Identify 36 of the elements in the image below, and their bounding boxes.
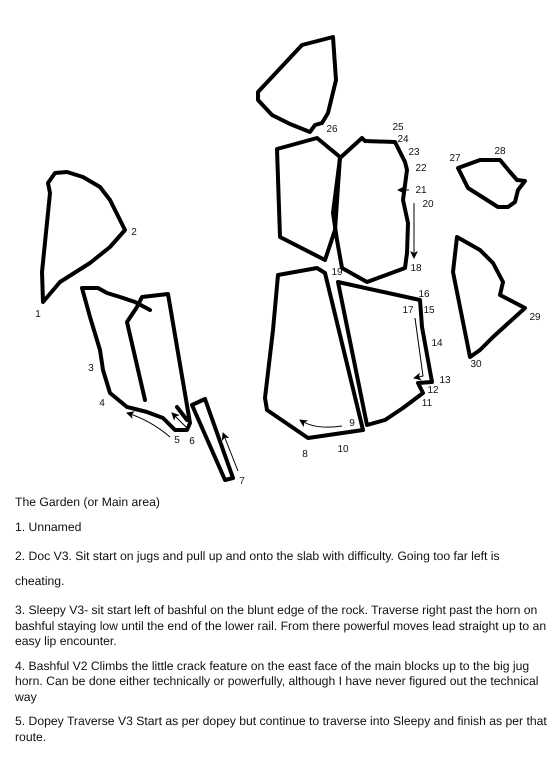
section-heading: The Garden (or Main area): [15, 495, 161, 510]
route-number: 5: [174, 436, 180, 446]
route-number: 15: [423, 306, 435, 316]
route-number: 7: [239, 477, 245, 487]
route-number: 23: [408, 148, 420, 158]
route-number: 17: [402, 306, 414, 316]
route-number: 25: [392, 123, 404, 133]
route-number: 2: [131, 228, 137, 238]
route-number: 30: [470, 360, 482, 370]
route-description: 3. Sleepy V3- sit start left of bashful on the blunt edge of the rock. Traverse right past the horn on bashful staying low until the end of the lower rail. From there powerful moves lead straight up to an easy lip encounter.: [15, 603, 548, 650]
route-number: 11: [422, 399, 432, 409]
route-number: 19: [331, 268, 343, 278]
route-number: 21: [415, 186, 427, 196]
route-number: 27: [449, 154, 461, 164]
route-description: 1. Unnamed: [15, 520, 82, 535]
route-number: 26: [326, 125, 338, 135]
route-number: 16: [418, 290, 430, 300]
route-number: 18: [410, 264, 422, 274]
route-description: 4. Bashful V2 Climbs the little crack feature on the east face of the main blocks up to the big jug horn. Can be done either technically or powerfully, although I have never figured out the technical way: [15, 658, 540, 705]
route-number: 24: [397, 135, 409, 145]
route-number: 28: [494, 147, 506, 157]
route-description: 2. Doc V3. Sit start on jugs and pull up and onto the slab with difficulty. Going too far left is cheating.: [15, 548, 501, 590]
route-number: 3: [88, 364, 94, 374]
route-number: 13: [439, 376, 451, 386]
route-number: 8: [302, 450, 308, 460]
route-description: 5. Dopey Traverse V3 Start as per dopey but continue to traverse into Sleepy and finish as per that route.: [15, 714, 548, 745]
route-number: 22: [415, 164, 427, 174]
route-number: 6: [189, 437, 195, 447]
route-number: 14: [431, 339, 443, 349]
route-number: 1: [35, 310, 41, 320]
route-number: 4: [99, 399, 105, 409]
route-number: 20: [422, 200, 434, 210]
route-number: 29: [529, 313, 541, 323]
route-number: 10: [337, 445, 349, 455]
route-number: 12: [427, 386, 439, 396]
route-number: 9: [349, 419, 355, 429]
